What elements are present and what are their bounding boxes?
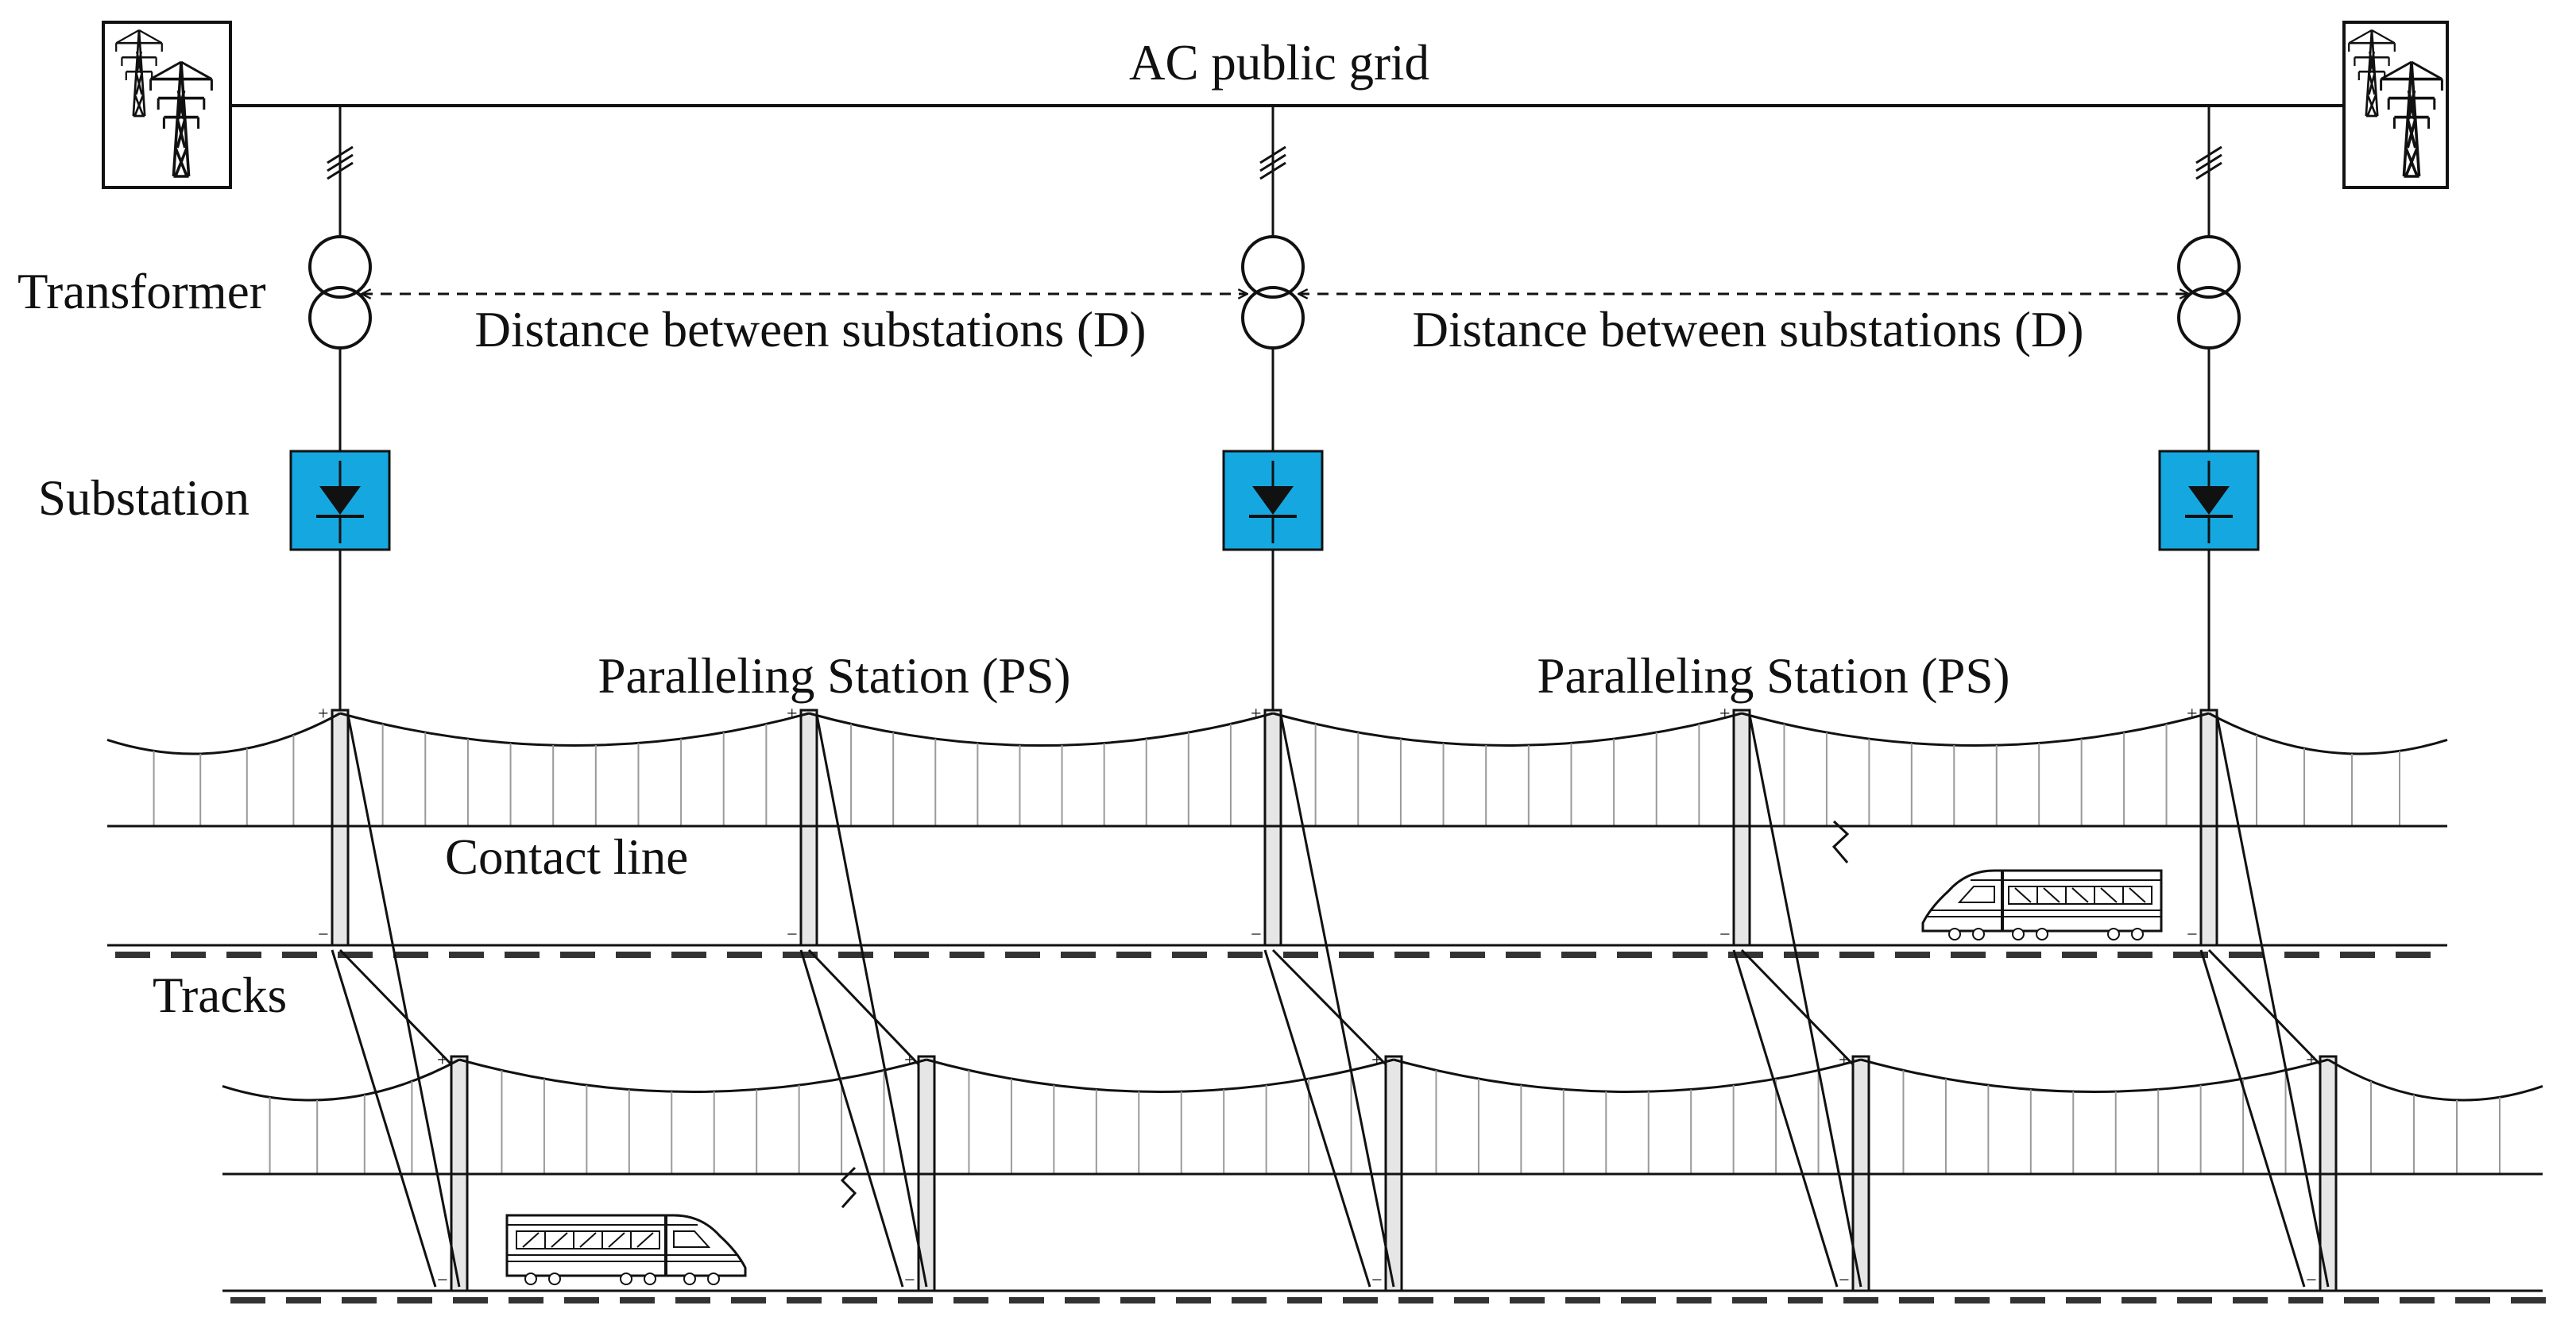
catenary-span bbox=[106, 712, 341, 826]
polarity-plus: + bbox=[2187, 704, 2198, 724]
polarity-minus: − bbox=[904, 1270, 915, 1291]
lower-track: +−+−+−+−+− bbox=[222, 1050, 2546, 1303]
distance-arrows: Distance between substations (D) Distanc… bbox=[362, 294, 2189, 357]
polarity-minus: − bbox=[2187, 925, 2198, 945]
power-plant-right bbox=[2342, 21, 2449, 189]
polarity-plus: + bbox=[1719, 704, 1731, 724]
paralleling-station-label-2: Paralleling Station (PS) bbox=[1537, 648, 2010, 704]
catenary-span bbox=[1393, 1058, 1862, 1174]
three-phase-mark bbox=[2195, 145, 2222, 180]
cross-link bbox=[799, 714, 928, 1288]
tracks-label: Tracks bbox=[153, 967, 287, 1023]
rail-sleepers bbox=[115, 952, 2431, 958]
catenary-pole: +− bbox=[1719, 704, 1751, 947]
upper-track: +−+−+−+−+− bbox=[106, 704, 2448, 958]
catenary-pole: +− bbox=[787, 704, 818, 947]
catenary-span bbox=[926, 1058, 1394, 1174]
high-speed-train-upper bbox=[1831, 820, 2163, 941]
contact-line-label: Contact line bbox=[445, 829, 688, 885]
transformer-symbol-icon bbox=[308, 235, 372, 350]
catenary-pole: +− bbox=[1251, 704, 1282, 947]
polarity-plus: + bbox=[1251, 704, 1262, 724]
cross-link bbox=[1732, 714, 1862, 1288]
cross-link bbox=[331, 714, 461, 1288]
cross-link bbox=[2199, 714, 2330, 1288]
diode-rectifier-icon bbox=[316, 461, 364, 543]
polarity-minus: − bbox=[2306, 1270, 2317, 1291]
polarity-minus: − bbox=[318, 925, 329, 945]
substation-box bbox=[1222, 450, 1324, 551]
substation-box bbox=[2158, 450, 2260, 551]
catenary-span bbox=[808, 712, 1274, 826]
substation-label: Substation bbox=[38, 470, 249, 526]
catenary-pole: +− bbox=[318, 704, 350, 947]
transformer-label: Transformer bbox=[17, 264, 266, 319]
high-speed-train-icon bbox=[1921, 869, 2163, 941]
pantograph-icon bbox=[840, 1166, 857, 1208]
catenary-span bbox=[458, 1058, 927, 1174]
transformer-symbol-icon bbox=[1241, 235, 1305, 350]
power-plant-left bbox=[102, 21, 232, 189]
polarity-minus: − bbox=[1251, 925, 1262, 945]
cross-feeder-links bbox=[331, 714, 2330, 1288]
rail-sleepers bbox=[230, 1297, 2546, 1303]
feeder-column bbox=[2158, 106, 2260, 710]
catenary-span bbox=[2327, 1058, 2543, 1174]
substation-box bbox=[289, 450, 391, 551]
polarity-minus: − bbox=[787, 925, 798, 945]
polarity-minus: − bbox=[1371, 1270, 1383, 1291]
polarity-plus: + bbox=[318, 704, 329, 724]
catenary-span bbox=[1272, 712, 1742, 826]
polarity-plus: + bbox=[437, 1050, 448, 1071]
polarity-minus: − bbox=[1839, 1270, 1850, 1291]
distance-label-1: Distance between substations (D) bbox=[474, 302, 1146, 357]
polarity-minus: − bbox=[1719, 925, 1731, 945]
grid-label: AC public grid bbox=[1129, 35, 1429, 91]
feeder-column bbox=[1222, 106, 1324, 710]
distance-label-2: Distance between substations (D) bbox=[1412, 302, 2083, 357]
polarity-minus: − bbox=[437, 1270, 448, 1291]
three-phase-mark bbox=[1259, 145, 1286, 180]
diode-rectifier-icon bbox=[1249, 461, 1297, 543]
feeder-column bbox=[289, 106, 391, 710]
diode-rectifier-icon bbox=[2185, 461, 2233, 543]
ac-public-grid: AC public grid bbox=[230, 35, 2344, 107]
catenary-span bbox=[1860, 1058, 2329, 1174]
catenary-span bbox=[339, 712, 810, 826]
catenary-span bbox=[2208, 712, 2448, 826]
three-phase-mark bbox=[327, 145, 354, 180]
cross-link bbox=[1263, 714, 1395, 1288]
high-speed-train-icon bbox=[505, 1214, 747, 1286]
catenary-pole: +− bbox=[2187, 704, 2218, 947]
polarity-plus: + bbox=[787, 704, 798, 724]
catenary-span bbox=[222, 1058, 460, 1174]
pantograph-icon bbox=[1831, 820, 1850, 863]
paralleling-station-label-1: Paralleling Station (PS) bbox=[598, 648, 1071, 704]
catenary-span bbox=[1741, 712, 2210, 826]
transformer-symbol-icon bbox=[2177, 235, 2241, 350]
high-speed-train-lower bbox=[505, 1166, 857, 1286]
substation-feeders bbox=[289, 106, 2260, 710]
